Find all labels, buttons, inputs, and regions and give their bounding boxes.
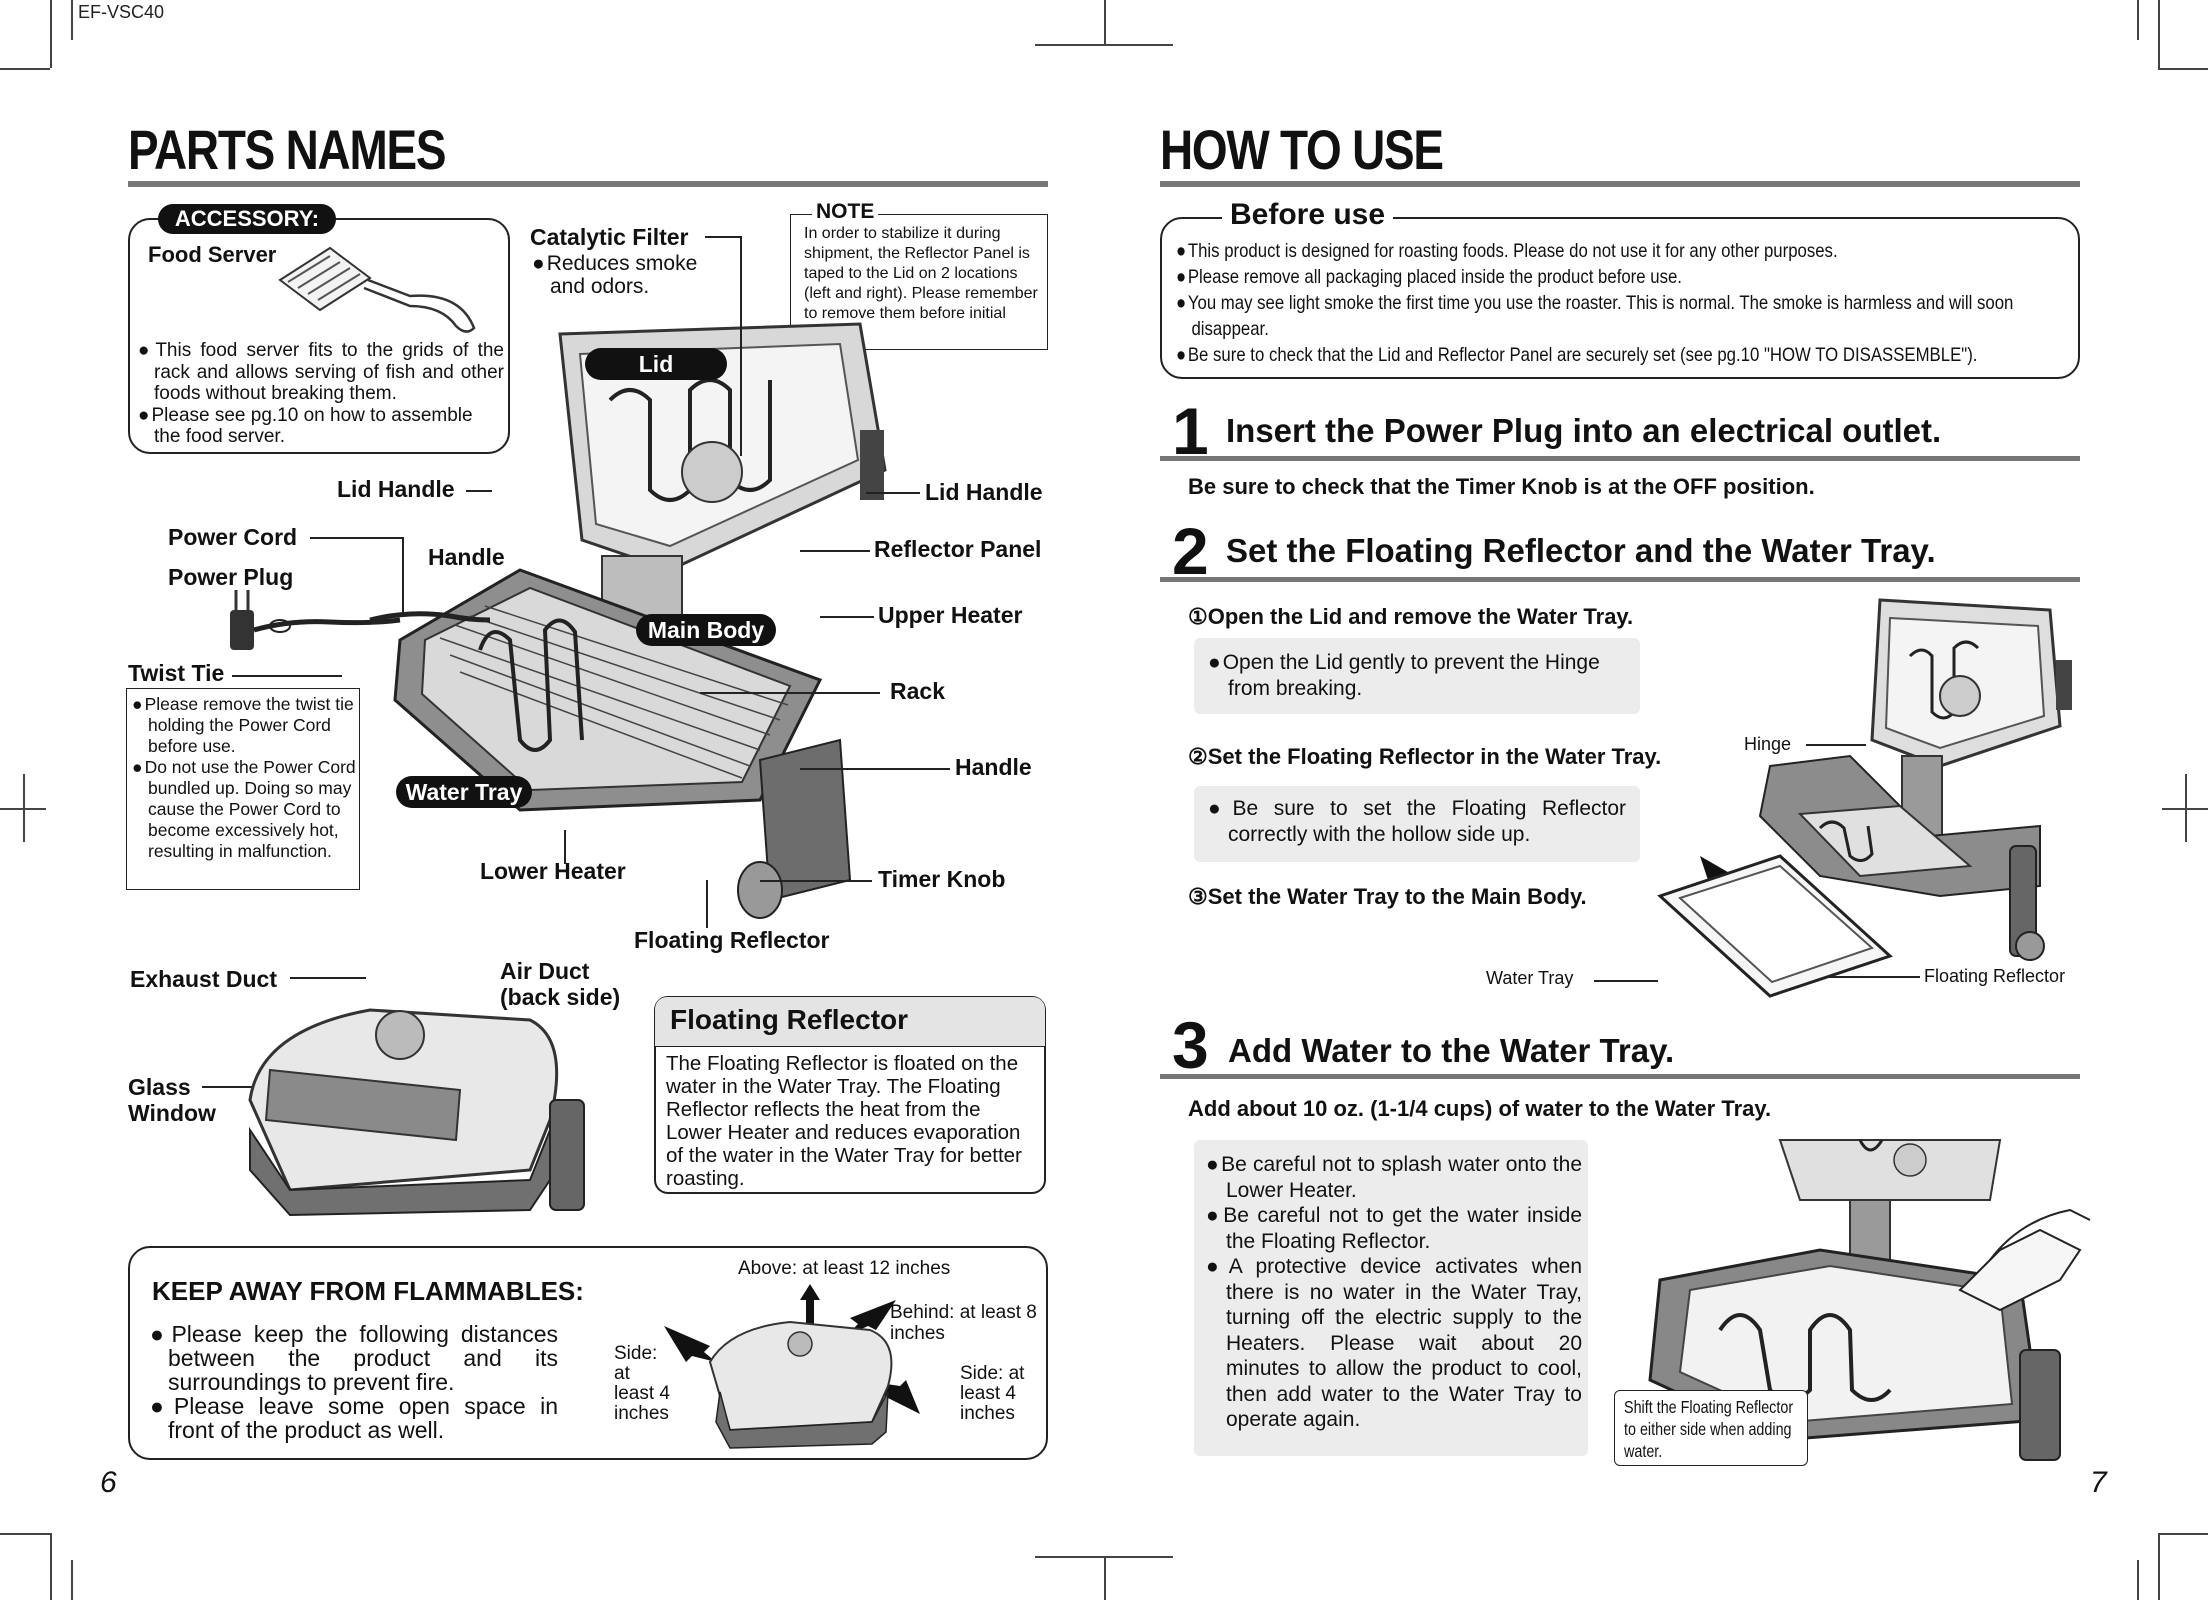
lid-handle-right-label: Lid Handle bbox=[925, 479, 1043, 505]
step-3-note: Be careful not to get the water inside t… bbox=[1206, 1203, 1582, 1254]
roaster-closed-illustration bbox=[248, 1008, 585, 1217]
step-1-number: 1 bbox=[1172, 394, 1209, 468]
timer-knob-label: Timer Knob bbox=[878, 866, 1006, 892]
floating-reflector-text: The Floating Reflector is floated on the… bbox=[666, 1052, 1022, 1190]
step-3-illustration bbox=[1648, 1139, 2091, 1461]
glass-leader bbox=[202, 1086, 274, 1088]
step-3-number: 3 bbox=[1172, 1008, 1209, 1082]
step-1-subtitle: Be sure to check that the Timer Knob is … bbox=[1188, 474, 1815, 499]
how-to-use-title: HOW TO USE bbox=[1160, 118, 1444, 181]
lid-badge: Lid bbox=[585, 348, 727, 380]
step-2-illustration bbox=[1657, 598, 2072, 998]
document-code: EF-VSC40 bbox=[78, 2, 165, 22]
air-duct-sub-label: (back side) bbox=[500, 984, 621, 1010]
floating-reflector-title: Floating Reflector bbox=[670, 1004, 909, 1035]
air-duct-label: Air Duct bbox=[500, 958, 590, 984]
before-use-item: Please remove all packaging placed insid… bbox=[1176, 264, 2070, 290]
clearance-illustration bbox=[664, 1284, 920, 1449]
step-2-number: 2 bbox=[1172, 514, 1209, 588]
step-3-note: A protective device activates when there… bbox=[1206, 1254, 1582, 1433]
power-plug-illustration bbox=[230, 590, 401, 650]
floating-reflector-header bbox=[655, 997, 1045, 1047]
twist-tie-notes: Please remove the twist tie holding the … bbox=[132, 694, 358, 862]
flammables-list: Please keep the following distances betw… bbox=[150, 1322, 558, 1442]
water-tray-leader bbox=[1594, 980, 1658, 982]
step-1-rule bbox=[1160, 456, 2080, 461]
floating-reflector-leader bbox=[1816, 976, 1920, 978]
accessory-notes: This food server fits to the grids of th… bbox=[138, 340, 504, 448]
twist-tie-note: Please remove the twist tie holding the … bbox=[132, 694, 358, 757]
before-use-item: This product is designed for roasting fo… bbox=[1176, 238, 2070, 264]
handle-top-label: Handle bbox=[428, 544, 505, 570]
before-use-box bbox=[1160, 217, 2080, 379]
accessory-note: This food server fits to the grids of th… bbox=[138, 340, 504, 405]
food-server-label: Food Server bbox=[148, 242, 277, 267]
floating-reflector-label: Floating Reflector bbox=[634, 927, 830, 953]
page-number-left: 6 bbox=[100, 1466, 117, 1499]
lower-heater-label: Lower Heater bbox=[480, 858, 626, 884]
title-rule bbox=[128, 181, 1048, 187]
flammables-item: Please leave some open space in front of… bbox=[150, 1394, 558, 1442]
twist-tie-box bbox=[126, 688, 360, 890]
catalytic-filter-label: Catalytic Filter bbox=[530, 224, 689, 250]
catalytic-filter-note: Reduces smoke and odors. bbox=[532, 252, 722, 298]
hinge-label: Hinge bbox=[1744, 734, 1792, 754]
step-3-notes: Be careful not to splash water onto the … bbox=[1206, 1152, 1582, 1433]
before-use-title: Before use bbox=[1222, 198, 1394, 232]
note-box bbox=[790, 214, 1048, 350]
title-rule bbox=[1160, 181, 2080, 187]
before-use-item: You may see light smoke the first time y… bbox=[1176, 290, 2070, 342]
clearance-side-right: Side: at least 4 inches bbox=[960, 1363, 1025, 1424]
step-2-note2: Be sure to set the Floating Reflector co… bbox=[1208, 796, 1626, 848]
accessory-badge: ACCESSORY: bbox=[158, 204, 336, 234]
page-number-right: 7 bbox=[2090, 1466, 2107, 1499]
accessory-note: Please see pg.10 on how to assemble the … bbox=[138, 405, 504, 448]
step-2-title: Set the Floating Reflector and the Water… bbox=[1226, 532, 1936, 569]
before-use-list: This product is designed for roasting fo… bbox=[1176, 238, 2176, 368]
before-use-item: Be sure to check that the Lid and Reflec… bbox=[1176, 342, 2070, 368]
step-3-rule bbox=[1160, 1074, 2080, 1079]
power-cord-label: Power Cord bbox=[168, 524, 298, 550]
note-title: NOTE bbox=[812, 200, 879, 224]
lid-handle-left-label: Lid Handle bbox=[337, 476, 455, 502]
reflector-panel-label: Reflector Panel bbox=[874, 536, 1042, 562]
exhaust-leader bbox=[290, 977, 366, 979]
step-3-title: Add Water to the Water Tray. bbox=[1228, 1032, 1675, 1069]
shift-callout-text: Shift the Floating Reflector to either s… bbox=[1624, 1397, 1794, 1461]
twist-tie-label: Twist Tie bbox=[128, 660, 225, 686]
water-tray-badge: Water Tray bbox=[396, 776, 532, 808]
glass-label: Glass bbox=[128, 1074, 191, 1100]
clearance-behind: Behind: at least 8 inches bbox=[890, 1302, 1037, 1344]
food-server-illustration bbox=[278, 246, 476, 333]
parts-names-title: PARTS NAMES bbox=[128, 118, 447, 181]
clearance-side-left: Side: at least 4 inches bbox=[614, 1343, 670, 1424]
flammables-title: KEEP AWAY FROM FLAMMABLES: bbox=[152, 1276, 584, 1306]
rack-label: Rack bbox=[890, 678, 945, 704]
twist-tie-note: Do not use the Power Cord bundled up. Do… bbox=[132, 757, 358, 862]
floating-reflector-label-right: Floating Reflector bbox=[1924, 966, 2066, 986]
shift-callout-box bbox=[1614, 1390, 1808, 1466]
window-label: Window bbox=[128, 1100, 216, 1126]
step-3-note: Be careful not to splash water onto the … bbox=[1206, 1152, 1582, 1203]
flammables-box bbox=[128, 1246, 1048, 1460]
step-2-note1: Open the Lid gently to prevent the Hinge… bbox=[1208, 650, 1628, 702]
handle-right-label: Handle bbox=[955, 754, 1032, 780]
upper-heater-label: Upper Heater bbox=[878, 602, 1023, 628]
step-2-sub1: ①Open the Lid and remove the Water Tray. bbox=[1188, 604, 1634, 629]
main-body-badge: Main Body bbox=[636, 614, 776, 646]
clearance-above: Above: at least 12 inches bbox=[738, 1258, 951, 1279]
step-2-sub3: ③Set the Water Tray to the Main Body. bbox=[1188, 884, 1587, 909]
step-2-rule bbox=[1160, 577, 2080, 582]
roaster-open-illustration bbox=[369, 322, 887, 919]
power-plug-label: Power Plug bbox=[168, 564, 294, 590]
flammables-item: Please keep the following distances betw… bbox=[150, 1322, 558, 1394]
step-3-subtitle: Add about 10 oz. (1-1/4 cups) of water t… bbox=[1188, 1096, 1772, 1121]
step-1-title: Insert the Power Plug into an electrical… bbox=[1226, 412, 1942, 449]
hinge-leader bbox=[1806, 744, 1866, 746]
water-tray-label: Water Tray bbox=[1486, 968, 1574, 988]
exhaust-duct-label: Exhaust Duct bbox=[130, 966, 277, 992]
step-2-sub2: ②Set the Floating Reflector in the Water… bbox=[1188, 744, 1662, 769]
